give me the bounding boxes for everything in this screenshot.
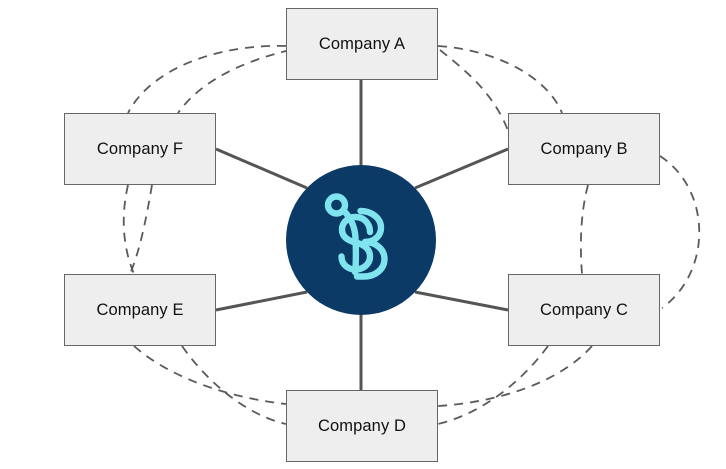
company-b-label: Company B	[540, 139, 628, 158]
company-f-label: Company F	[96, 139, 184, 158]
dashed-f-e-outer	[122, 184, 135, 275]
company-c-label: Company C	[539, 300, 629, 319]
central-hub[interactable]	[286, 165, 436, 315]
node-company-d[interactable]: Company D	[286, 390, 438, 462]
node-company-c[interactable]: Company C	[508, 274, 660, 346]
dashed-a-f-outer	[127, 45, 287, 114]
company-a-label: Company A	[318, 34, 406, 53]
spoke-hub-company-f	[215, 147, 308, 190]
dashed-c-d-outer	[437, 345, 593, 407]
spoke-group	[215, 80, 509, 390]
spoke-hub-company-b	[414, 147, 509, 190]
spoke-hub-company-e	[215, 290, 308, 312]
dashed-a-b-inner	[439, 49, 511, 137]
node-company-e[interactable]: Company E	[64, 274, 216, 346]
company-e-label: Company E	[96, 300, 184, 319]
dashed-f-e-inner	[129, 184, 153, 275]
dashed-edge-group	[122, 45, 701, 425]
dashed-e-d-outer	[133, 345, 287, 405]
node-company-b[interactable]: Company B	[508, 113, 660, 185]
dashed-b-c-mid	[580, 184, 589, 275]
dashed-b-c-outer	[659, 155, 701, 309]
sb-monogram-icon	[324, 193, 388, 280]
company-d-label: Company D	[317, 416, 407, 435]
node-company-f[interactable]: Company F	[64, 113, 216, 185]
dashed-e-d-inner	[181, 345, 287, 425]
dashed-a-b-outer	[437, 45, 563, 114]
node-company-a[interactable]: Company A	[286, 8, 438, 80]
spoke-hub-company-c	[414, 290, 509, 312]
dashed-a-f-inner	[177, 49, 291, 114]
dashed-c-d-inner	[437, 345, 549, 425]
